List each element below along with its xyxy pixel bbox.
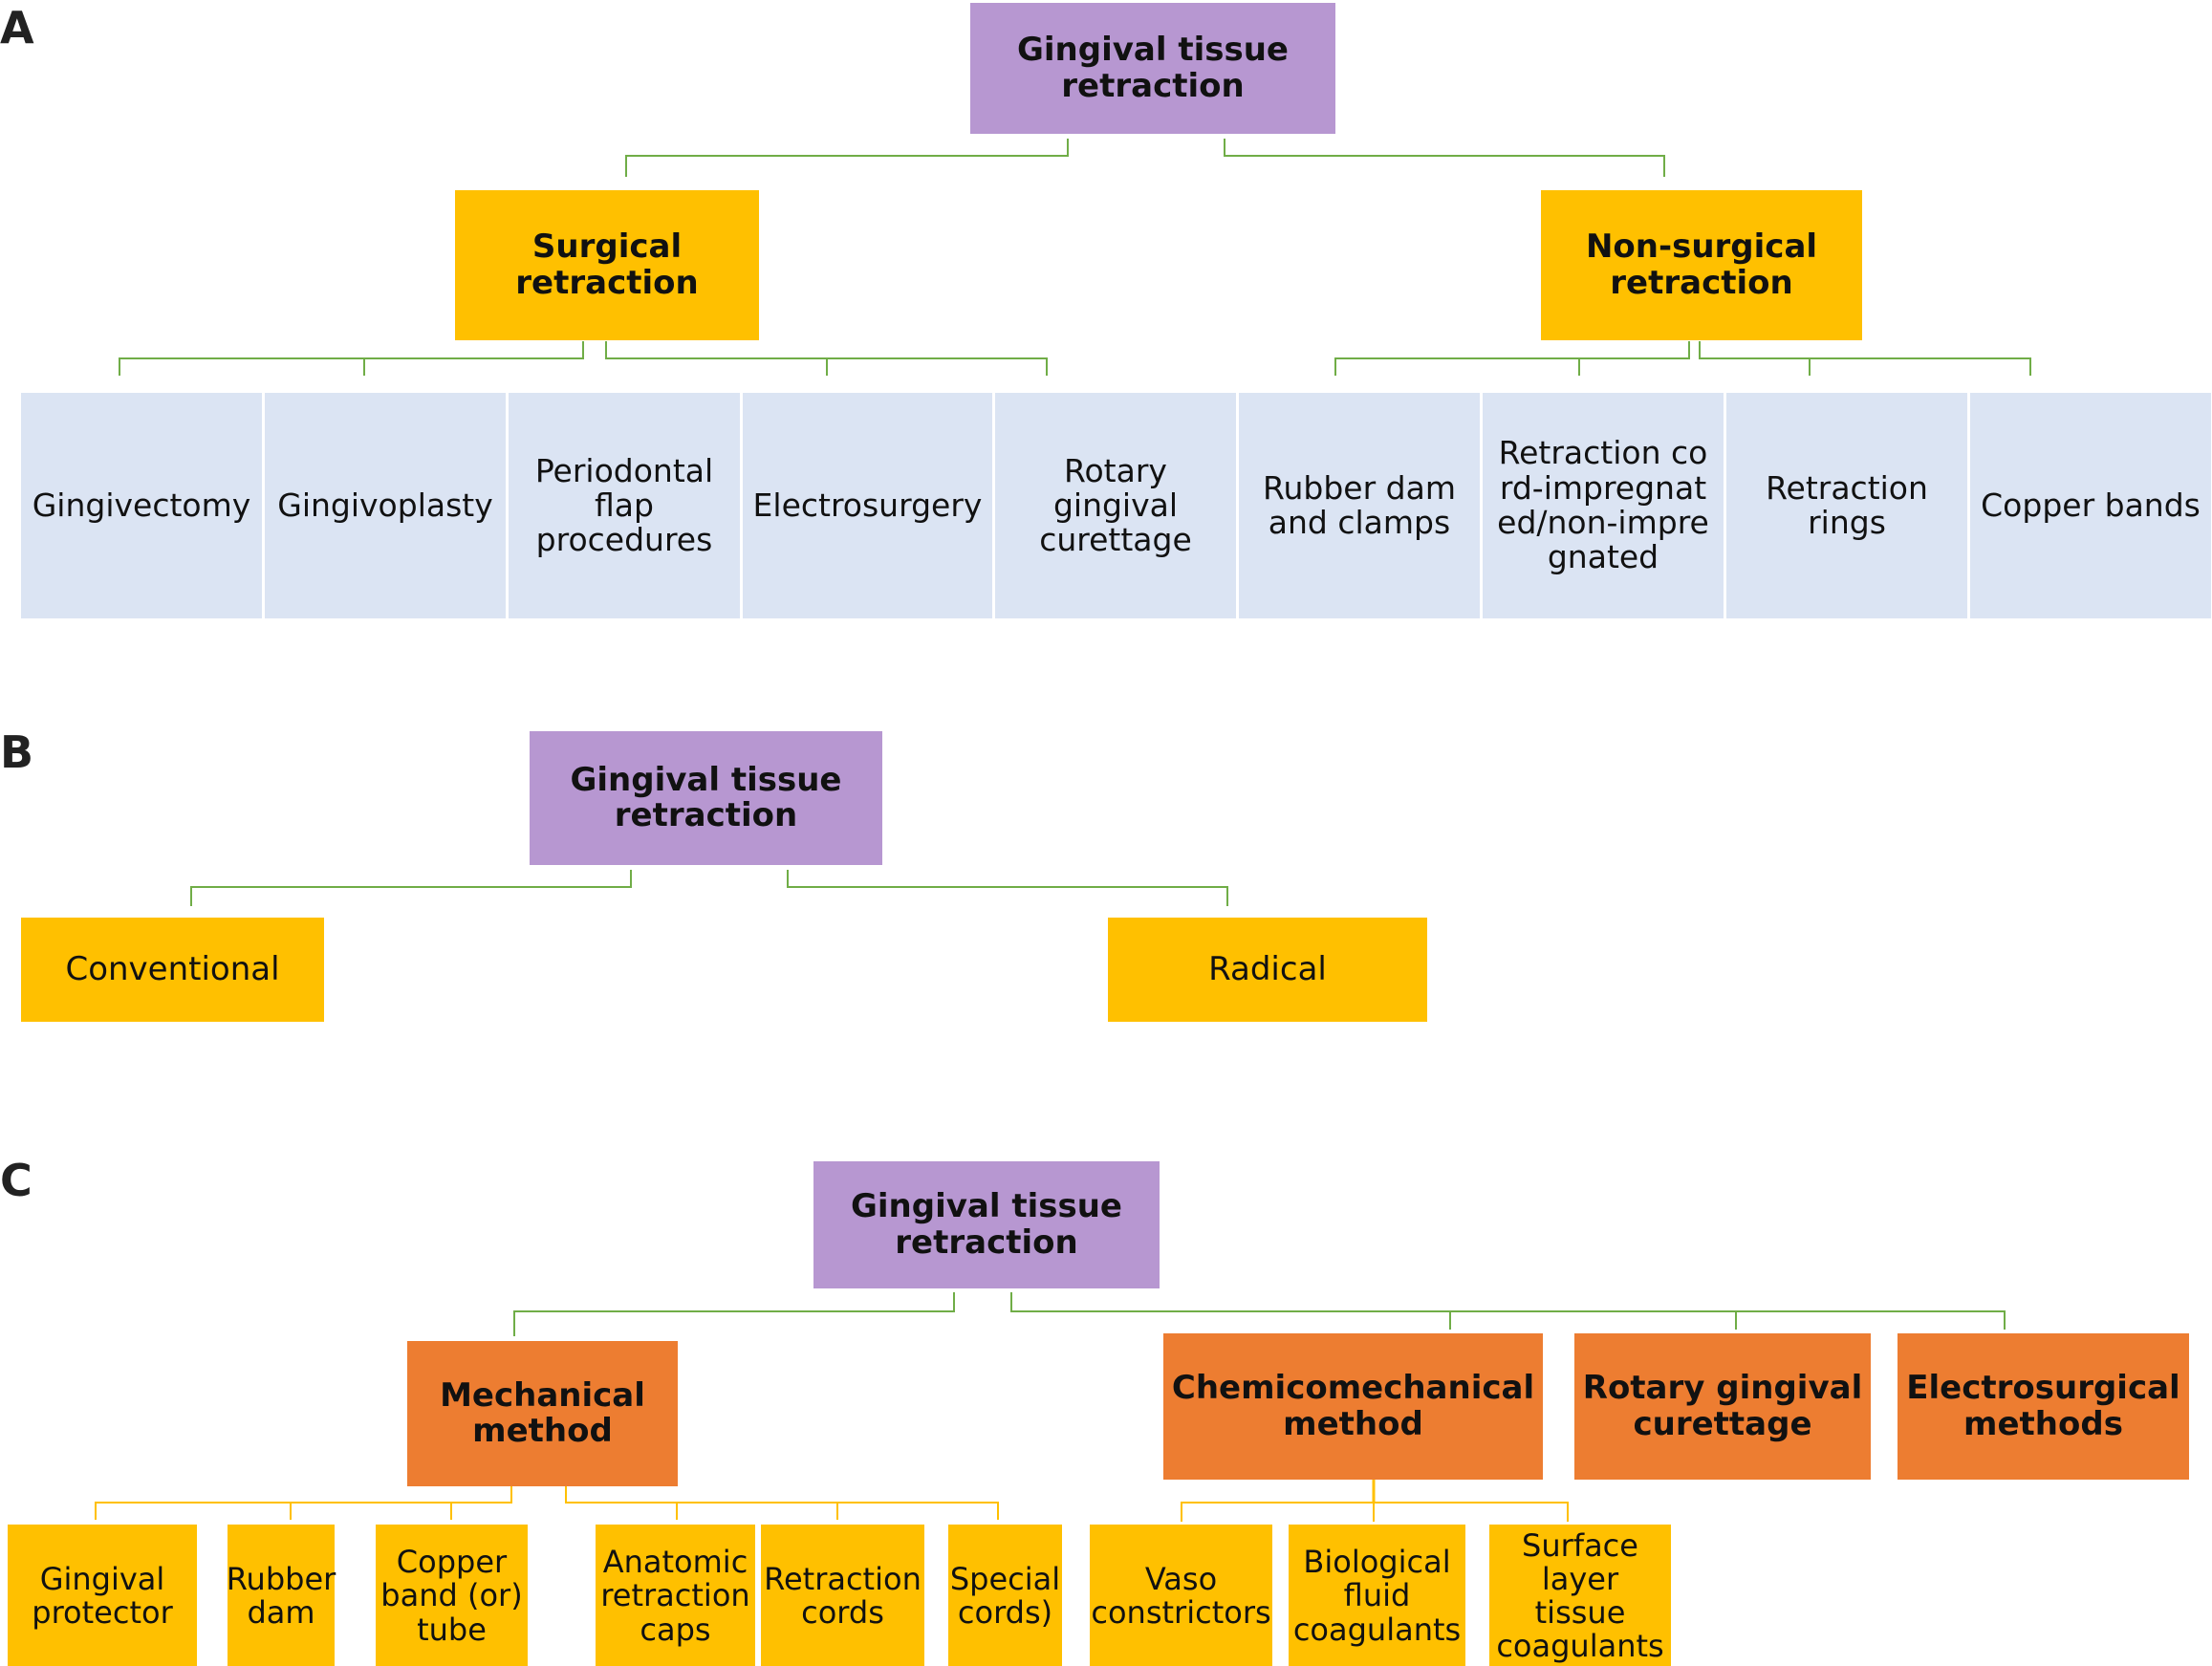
panel-c-chemicomechanical-node: Chemicomechanical method <box>1163 1333 1543 1480</box>
connector-c-root-mechanical <box>513 1292 955 1336</box>
panel-c-leaf-biological-coagulants: Biological fluid coagulants <box>1289 1525 1465 1666</box>
connector-c-mechanical-left <box>95 1483 512 1520</box>
panel-b-conventional-node: Conventional <box>21 918 324 1022</box>
panel-c-rotary-node: Rotary gingival curettage <box>1574 1333 1871 1480</box>
panel-c-mechanical-node: Mechanical method <box>407 1341 678 1486</box>
panel-c-leaf-copper-band: Copper band (or) tube <box>376 1525 528 1666</box>
panel-label-a: A <box>0 2 34 54</box>
panel-a-root-node: Gingival tissue retraction <box>970 3 1335 134</box>
panel-c-leaf-anatomic-caps: Anatomic retraction caps <box>596 1525 755 1666</box>
panel-b-root-node: Gingival tissue retraction <box>530 731 882 865</box>
panel-a-leaf-electrosurgery: Electrosurgery <box>743 393 992 618</box>
connector-a-surgical-left <box>119 341 584 376</box>
connector-a-nonsurgical-right <box>1699 341 2031 376</box>
panel-a-surgical-node: Surgical retraction <box>455 190 759 340</box>
panel-c-leaf-surface-coagulants: Surface layer tissue coagulants <box>1489 1525 1671 1666</box>
panel-label-b: B <box>0 726 34 778</box>
connector-c-mechanical-right <box>565 1483 999 1520</box>
panel-c-leaf-rubber-dam: Rubber dam <box>227 1525 336 1666</box>
panel-a-leaf-gingivoplasty: Gingivoplasty <box>265 393 506 618</box>
connector-a-nonsurgical-left <box>1334 341 1690 376</box>
panel-a-leaf-retraction-rings: Retraction rings <box>1726 393 1967 618</box>
panel-a-leaf-periodontal-flap: Periodontal flap procedures <box>509 393 740 618</box>
panel-a-leaf-rotary-curettage: Rotary gingival curettage <box>995 393 1236 618</box>
connector-a-root-surgical <box>625 139 1069 177</box>
panel-c-root-node: Gingival tissue retraction <box>813 1161 1160 1288</box>
panel-a-leaf-gingivectomy: Gingivectomy <box>21 393 262 618</box>
panel-b-radical-node: Radical <box>1108 918 1427 1022</box>
panel-a-leaf-retraction-cord: Retraction cord-impregnated/non-impregna… <box>1483 393 1724 618</box>
panel-a-leaf-copper-bands: Copper bands <box>1970 393 2211 618</box>
panel-a-nonsurgical-node: Non-surgical retraction <box>1541 190 1862 340</box>
connector-a-root-nonsurgical <box>1224 139 1665 177</box>
connector-b-root-conventional <box>190 870 632 906</box>
connector-b-root-radical <box>787 870 1228 906</box>
panel-c-leaf-retraction-cords: Retraction cords <box>761 1525 924 1666</box>
connector-c-root-methods <box>1010 1292 2006 1330</box>
panel-a-leaf-rubber-dam-clamps: Rubber dam and clamps <box>1239 393 1480 618</box>
panel-c-electrosurgical-node: Electrosurgical methods <box>1898 1333 2189 1480</box>
panel-c-leaf-vaso-constrictors: Vaso constrictors <box>1090 1525 1272 1666</box>
panel-c-leaf-gingival-protector: Gingival protector <box>8 1525 197 1666</box>
panel-c-leaf-special-cords: Special cords) <box>948 1525 1062 1666</box>
panel-label-c: C <box>0 1155 33 1206</box>
